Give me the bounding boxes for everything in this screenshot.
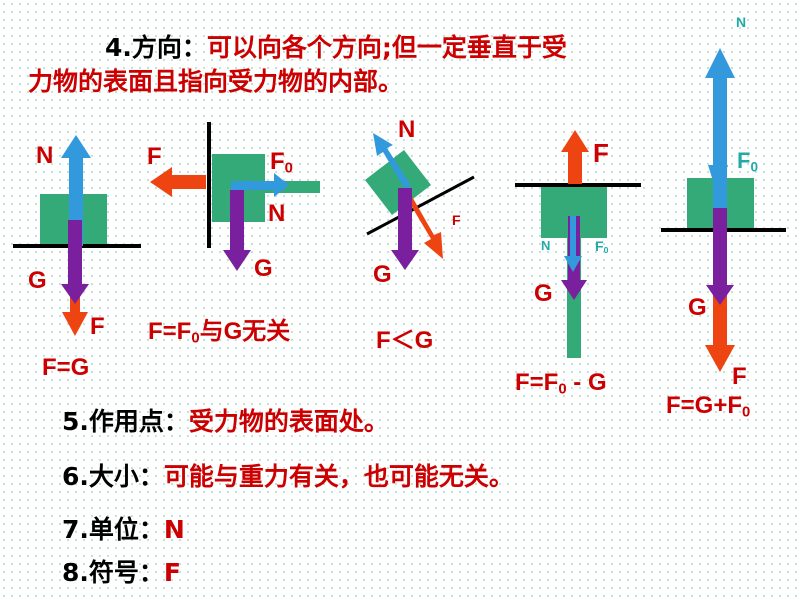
d4-normal-arrow (564, 216, 582, 272)
heading-desc-line2: 力物的表面且指向受力物的内部。 (28, 67, 404, 96)
d3-label-f: F (452, 212, 461, 228)
heading-term: 方向： (131, 33, 207, 62)
d3-label-g: G (373, 261, 392, 288)
d4-label-f: F (593, 138, 609, 168)
list-item-number: 7. (62, 515, 89, 544)
d5-label-n: N (736, 14, 747, 30)
d4-reaction-arrow (561, 130, 589, 184)
d3-block (365, 150, 431, 215)
d2-push-arrow (231, 173, 289, 197)
d2-label-n: N (268, 200, 286, 227)
list-item-8: 8.符号：F (62, 553, 181, 589)
d1-equation: F=G (42, 354, 90, 381)
d4-label-n: N (541, 238, 551, 253)
diagram-4 (515, 130, 641, 358)
d1-gravity-arrow (61, 220, 89, 304)
d4-equation: F=F0 - G (515, 369, 607, 398)
diagram-5 (661, 48, 786, 372)
d3-normal-arrow (373, 133, 411, 189)
d5-equation: F=G+F0 (666, 392, 751, 421)
d5-label-f: F (732, 363, 747, 390)
d3-gravity-arrow (391, 188, 419, 270)
d2-gravity-arrow (223, 190, 251, 271)
list-item-7: 7.单位：N (62, 510, 185, 546)
list-item-term: 作用点： (88, 407, 189, 436)
d4-label-f0: F0 (595, 238, 609, 256)
d5-normal-arrow (705, 48, 735, 230)
heading-number: 4. (105, 33, 132, 62)
list-item-desc: N (163, 515, 185, 544)
d1-label-n: N (36, 142, 54, 169)
d2-label-g: G (254, 255, 273, 282)
heading-desc-line1: 可以向各个方向;但一定垂直于受 (206, 33, 567, 62)
d1-label-f: F (90, 313, 105, 340)
list-item-desc: 受力物的表面处。 (188, 407, 389, 436)
list-item-number: 6. (62, 462, 89, 491)
diagram-3 (365, 133, 475, 270)
list-item-term: 大小： (88, 462, 164, 491)
d4-label-g: G (534, 280, 553, 307)
d5-label-g: G (688, 294, 707, 321)
d5-label-f0: F0 (737, 148, 759, 175)
d2-equation: F=F0与G无关 (148, 318, 291, 347)
list-item-desc: 可能与重力有关，也可能无关。 (163, 462, 514, 491)
d3-label-n: N (398, 116, 416, 143)
d3-reaction-arrow (406, 193, 443, 259)
diagram-1 (13, 135, 141, 336)
d1-normal-arrow (61, 135, 91, 246)
list-item-desc: F (163, 558, 181, 587)
d5-gravity-arrow (706, 208, 734, 305)
list-item-5: 5.作用点：受力物的表面处。 (62, 402, 389, 438)
heading-line1: 4.方向：可以向各个方向;但一定垂直于受 (105, 28, 567, 64)
d2-label-f0: F0 (270, 148, 293, 177)
list-item-term: 符号： (88, 558, 164, 587)
diagram-2 (150, 122, 320, 271)
d2-label-f: F (147, 143, 162, 170)
list-item-number: 8. (62, 558, 89, 587)
d2-reaction-arrow (150, 167, 206, 197)
d1-label-g: G (28, 267, 47, 294)
list-item-6: 6.大小：可能与重力有关，也可能无关。 (62, 457, 514, 493)
d3-incline (366, 175, 475, 236)
d3-equation: F＜G (376, 327, 434, 354)
list-item-number: 5. (62, 407, 89, 436)
list-item-term: 单位： (88, 515, 164, 544)
